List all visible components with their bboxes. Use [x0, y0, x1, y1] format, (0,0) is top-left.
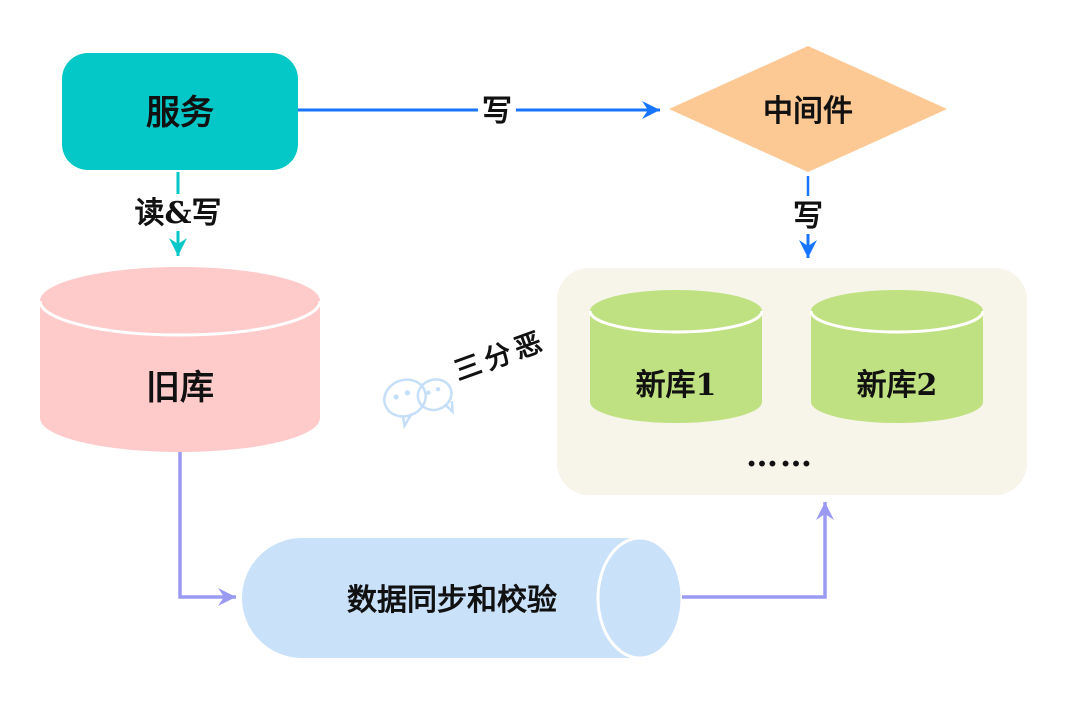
edge-sync-to-new-dbs: [682, 502, 834, 599]
edge-service-to-old-db: 读&写: [134, 172, 222, 256]
old-db-top-rim: [38, 300, 322, 337]
edge-middleware-to-new-dbs: 写: [793, 176, 823, 258]
new-db-2-top-rim: [809, 310, 985, 334]
middleware-node: [669, 46, 947, 172]
sync-label: 数据同步和校验: [347, 583, 557, 618]
edge-label-write: 写: [482, 94, 512, 129]
new-db-1-body: [590, 290, 762, 423]
new-db-2-label: 新库2: [857, 368, 938, 403]
new-db-1-label: 新库1: [636, 368, 717, 403]
new-db-2-cylinder: 新库2: [809, 290, 985, 423]
watermark-text: 三分恶: [450, 325, 551, 387]
sync-body: [242, 538, 682, 658]
new-db-1-cylinder: 新库1: [588, 290, 764, 423]
edge-label-write-2: 写: [793, 199, 823, 234]
wechat-icon-eyes: [393, 386, 441, 400]
edge-old-db-to-sync: [178, 452, 236, 606]
old-db-body: [40, 267, 320, 452]
wechat-icon: [383, 378, 454, 430]
new-db-1-top-rim: [588, 310, 764, 334]
edge-label-read-write: 读&写: [134, 196, 221, 231]
old-db-label: 旧库: [146, 368, 214, 408]
service-node: [62, 53, 298, 170]
old-db-cylinder: 旧库: [38, 267, 322, 452]
edge-service-to-middleware: 写: [298, 94, 660, 129]
new-db-group-ellipsis: ……: [746, 436, 814, 474]
watermark: 三分恶: [383, 325, 551, 430]
sync-cylinder: 数据同步和校验: [242, 536, 684, 660]
new-db-2-body: [811, 290, 983, 423]
middleware-label: 中间件: [763, 94, 853, 129]
service-label: 服务: [146, 93, 214, 133]
sync-end-cap: [596, 536, 684, 660]
